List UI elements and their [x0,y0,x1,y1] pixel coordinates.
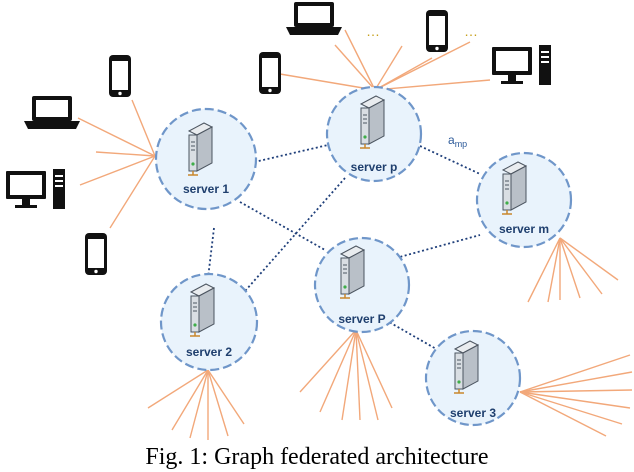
phone-icon [109,55,131,97]
client-link [207,369,229,437]
server-link-1-P [239,201,326,251]
server-node: server m [475,151,573,249]
client-link [559,237,581,299]
client-link [334,44,376,91]
client-link [519,371,633,393]
server-label: server 2 [186,345,232,359]
client-link [374,79,491,91]
server-label: server p [351,160,398,174]
client-link [527,237,561,303]
client-link [519,391,623,425]
server-node: server p [325,85,423,183]
server-label: server m [499,222,549,236]
client-link [547,237,561,303]
client-link [95,151,156,157]
client-link [341,329,357,421]
phone-icon [426,10,448,52]
server-links [207,144,481,351]
server-node: server P [313,236,411,334]
desktop-icon [6,169,65,209]
client-link [279,73,376,91]
server-link-1-2 [207,227,215,279]
client-link [559,237,603,295]
client-link [299,329,357,393]
server-node: server 3 [424,329,522,427]
client-link [109,155,156,229]
client-link [519,354,631,393]
server-link-P-3 [381,317,439,351]
desktop-icon [492,45,551,85]
client-link [374,41,471,91]
client-link [171,369,209,431]
client-link [131,99,156,157]
server-link-P-m [395,234,481,259]
ellipsis-marker: … [366,23,381,39]
server-node: server 1 [154,107,258,211]
edge-weight-label: amp [448,133,467,149]
ellipsis-marker: … [464,23,479,39]
server-node: server 2 [159,272,259,372]
client-link [519,391,607,437]
server-link-p-m [419,145,481,175]
client-link [319,329,357,413]
client-link [147,369,209,409]
client-link [355,329,379,421]
client-link [207,369,245,425]
client-link [519,389,633,393]
client-link [189,369,209,439]
server-label: server P [338,312,385,326]
server-label: server 1 [183,182,229,196]
server-link-1-p [249,144,329,164]
client-link [344,29,376,91]
laptop-icon [24,96,80,129]
phone-icon [85,233,107,275]
client-links [77,29,633,440]
client-link [374,45,403,91]
client-link [355,329,393,409]
phone-icon [259,52,281,94]
client-link [79,155,156,186]
server-label: server 3 [450,406,496,420]
client-link [355,329,361,421]
client-link [519,391,631,409]
laptop-icon [286,2,342,35]
client-link [77,117,156,157]
client-link [559,237,619,281]
figure-caption: Fig. 1: Graph federated architecture [145,444,489,470]
